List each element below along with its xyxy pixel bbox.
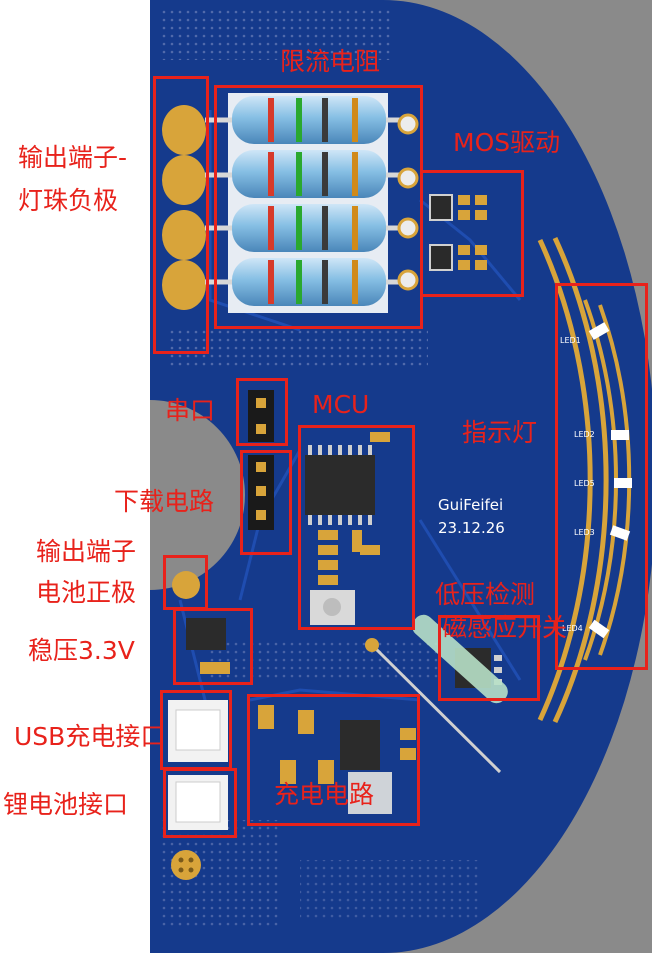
mos-driver-box: [420, 170, 524, 297]
led-ref: LED5: [574, 479, 595, 488]
low-voltage-box: [438, 615, 540, 701]
indicator-led-box: [555, 283, 648, 670]
serial-header: [248, 390, 274, 442]
output-neg-terminal-box: [153, 76, 209, 354]
battery-port-box: [163, 768, 237, 838]
label-mcu: MCU: [312, 390, 370, 419]
label-output-neg-1: 输出端子-: [18, 143, 128, 172]
charge-circuit-box: [247, 694, 420, 826]
regulator-chip: [172, 571, 230, 674]
mcu-chip: [305, 432, 390, 625]
resistor-array: [205, 93, 419, 313]
battery-connector: [168, 775, 228, 830]
usb-connector: [168, 700, 228, 762]
via-field: [300, 860, 480, 920]
label-charge: 充电电路: [274, 780, 375, 809]
led-ref: LED1: [560, 336, 581, 345]
arc-trace: [537, 236, 609, 724]
charge-chip: [258, 705, 416, 814]
label-reed-switch: 磁感应开关: [442, 613, 568, 642]
resistor-box: [214, 85, 423, 329]
label-battery: 锂电池接口: [3, 790, 129, 819]
label-output-pos-2: 电池正极: [36, 578, 137, 607]
output-terminal-pads: [162, 105, 206, 310]
serial-port-box: [236, 378, 288, 446]
indicator-leds: [588, 322, 632, 639]
label-low-voltage: 低压检测: [435, 580, 536, 609]
label-output-neg-2: 灯珠负极: [18, 186, 119, 215]
label-mos-driver: MOS驱动: [453, 128, 561, 157]
led-ref: LED3: [574, 528, 595, 537]
label-download: 下载电路: [114, 487, 215, 516]
label-indicator: 指示灯: [462, 418, 538, 447]
board-date: 23.12.26: [438, 519, 505, 537]
board-author: GuiFeifei: [438, 496, 504, 514]
led-ref: LED4: [562, 624, 583, 633]
mcu-box: [298, 425, 415, 630]
resistor: [205, 96, 419, 144]
via-field: [168, 330, 428, 370]
label-resistor: 限流电阻: [280, 47, 381, 76]
label-usb: USB充电接口: [14, 722, 166, 751]
regulator-box: [173, 608, 253, 685]
via-field: [160, 10, 390, 60]
output-pos-terminal-box: [163, 555, 208, 610]
download-header: [248, 455, 274, 530]
resistor: [205, 258, 419, 306]
gnd-pad: [171, 850, 201, 880]
resistor: [205, 204, 419, 252]
download-circuit-box: [240, 450, 292, 555]
led-ref: LED2: [574, 430, 595, 439]
label-regulator: 稳压3.3V: [28, 636, 135, 665]
label-output-pos-1: 输出端子: [36, 537, 137, 566]
usb-port-box: [160, 690, 232, 770]
mos-driver-parts: [429, 194, 487, 271]
label-serial: 串口: [165, 396, 216, 425]
resistor: [205, 150, 419, 198]
reed-switch: [365, 614, 508, 774]
